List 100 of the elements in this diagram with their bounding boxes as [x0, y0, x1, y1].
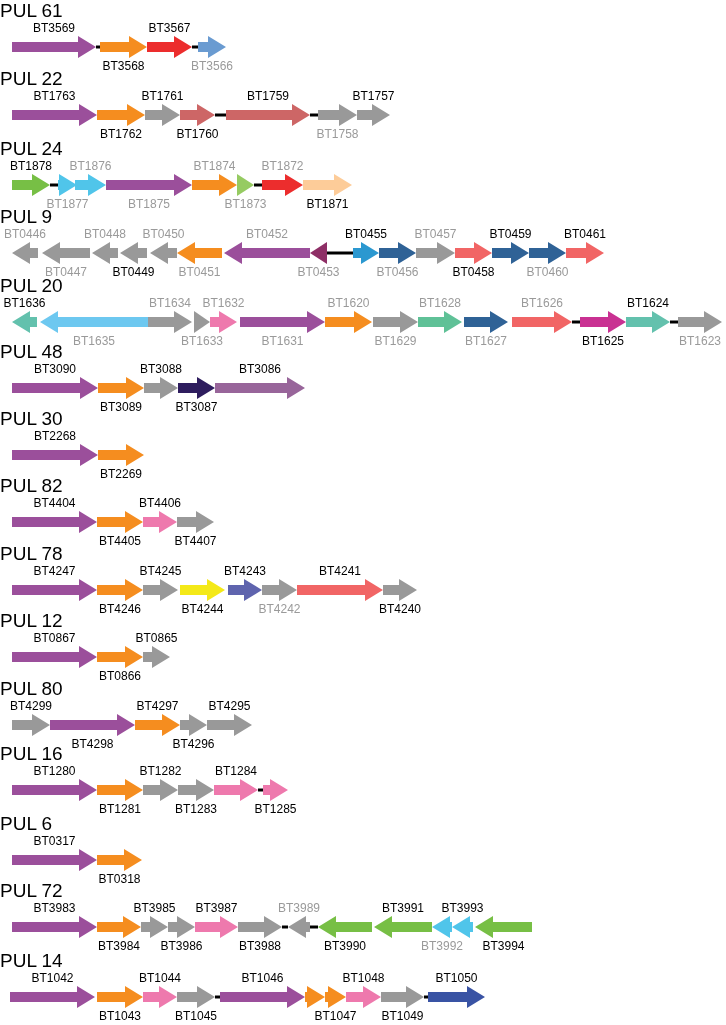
gene-label: BT3983	[33, 902, 76, 914]
gene-label: BT1759	[247, 90, 289, 102]
gene-label: BT1636	[3, 297, 46, 309]
gene-symbol	[192, 174, 237, 196]
cluster-title: PUL 48	[0, 343, 63, 361]
gene-label: BT3568	[102, 60, 145, 72]
intergenic-line	[424, 995, 428, 999]
gene-label: BT1629	[374, 335, 417, 347]
gene-symbol	[97, 579, 143, 601]
gene-label: BT1626	[521, 297, 563, 309]
gene-label: BT0449	[112, 266, 155, 278]
gene-symbol	[12, 174, 50, 196]
gene-symbol	[40, 311, 148, 333]
gene-symbol	[198, 36, 226, 58]
gene-symbol	[92, 242, 118, 264]
gene-label: BT0461	[564, 228, 606, 240]
gene-symbol	[12, 311, 37, 333]
intergenic-line	[215, 113, 226, 117]
intergenic-line	[310, 925, 318, 929]
gene-label: BT1047	[314, 1010, 357, 1022]
gene-label: BT4407	[174, 535, 217, 547]
gene-symbol	[144, 377, 178, 399]
gene-symbol	[353, 242, 379, 264]
gene-symbol	[310, 242, 327, 264]
gene-label: BT3566	[191, 60, 233, 72]
gene-label: BT0317	[33, 835, 76, 847]
gene-label: BT4243	[224, 565, 266, 577]
gene-symbol	[226, 104, 310, 126]
gene-label: BT3984	[98, 940, 140, 952]
gene-symbol	[50, 714, 135, 736]
gene-symbol	[12, 104, 97, 126]
gene-label: BT1876	[69, 160, 112, 172]
gene-label: BT1043	[99, 1010, 141, 1022]
gene-label: BT1045	[175, 1010, 217, 1022]
cluster-title: PUL 16	[0, 745, 63, 763]
gene-label: BT0318	[98, 873, 141, 885]
gene-symbol	[120, 242, 147, 264]
gene-label: BT1284	[215, 765, 257, 777]
gene-label: BT0456	[376, 266, 419, 278]
gene-label: BT3994	[482, 940, 525, 952]
gene-label: BT3090	[34, 363, 76, 375]
gene-label: BT1627	[465, 335, 507, 347]
cluster-title: PUL 30	[0, 410, 63, 428]
gene-label: BT3989	[278, 902, 320, 914]
gene-symbol	[178, 779, 214, 801]
gene-symbol	[215, 377, 305, 399]
gene-symbol	[346, 986, 381, 1008]
gene-label: BT1758	[316, 128, 359, 140]
intergenic-line	[254, 183, 262, 187]
gene-label: BT4404	[33, 497, 76, 509]
gene-symbol	[12, 714, 50, 736]
gene-label: BT3992	[421, 940, 463, 952]
gene-label: BT0453	[297, 266, 340, 278]
gene-symbol	[207, 714, 252, 736]
cluster-title: PUL 9	[0, 208, 53, 226]
gene-symbol	[580, 311, 626, 333]
gene-symbol	[374, 916, 432, 938]
gene-symbol	[12, 36, 96, 58]
intergenic-line	[192, 45, 198, 49]
gene-label: BT1874	[193, 160, 236, 172]
gene-label: BT1285	[254, 803, 297, 815]
gene-label: BT4244	[181, 603, 224, 615]
intergenic-line	[327, 251, 353, 255]
gene-symbol	[305, 986, 325, 1008]
gene-symbol	[297, 579, 383, 601]
gene-symbol	[75, 174, 106, 196]
gene-symbol	[12, 579, 97, 601]
gene-label: BT1050	[435, 972, 478, 984]
gene-label: BT1623	[679, 335, 721, 347]
gene-symbol	[416, 242, 455, 264]
gene-symbol	[12, 511, 97, 533]
gene-label: BT1632	[202, 297, 245, 309]
gene-symbol	[303, 174, 352, 196]
gene-symbol	[475, 916, 532, 938]
gene-symbol	[512, 311, 572, 333]
gene-label: BT1280	[33, 765, 76, 777]
gene-label: BT1872	[261, 160, 304, 172]
gene-symbol	[418, 311, 462, 333]
gene-symbol	[143, 511, 177, 533]
gene-symbol	[383, 579, 417, 601]
gene-label: BT4295	[208, 700, 251, 712]
gene-label: BT4241	[319, 565, 361, 577]
gene-symbol	[224, 242, 310, 264]
gene-label: BT0448	[84, 228, 126, 240]
gene-symbol	[566, 242, 604, 264]
gene-label: BT3569	[33, 22, 75, 34]
gene-symbol	[678, 311, 722, 333]
gene-label: BT1281	[99, 803, 141, 815]
gene-symbol	[143, 579, 178, 601]
gene-symbol	[195, 916, 238, 938]
intergenic-line	[258, 788, 263, 792]
gene-label: BT1760	[176, 128, 219, 140]
cluster-title: PUL 82	[0, 477, 63, 495]
gene-symbol	[97, 779, 143, 801]
gene-label: BT1761	[141, 90, 184, 102]
gene-label: BT4297	[136, 700, 179, 712]
gene-symbol	[145, 104, 180, 126]
gene-label: BT1871	[306, 198, 349, 210]
gene-symbol	[220, 986, 305, 1008]
gene-label: BT4296	[172, 738, 215, 750]
